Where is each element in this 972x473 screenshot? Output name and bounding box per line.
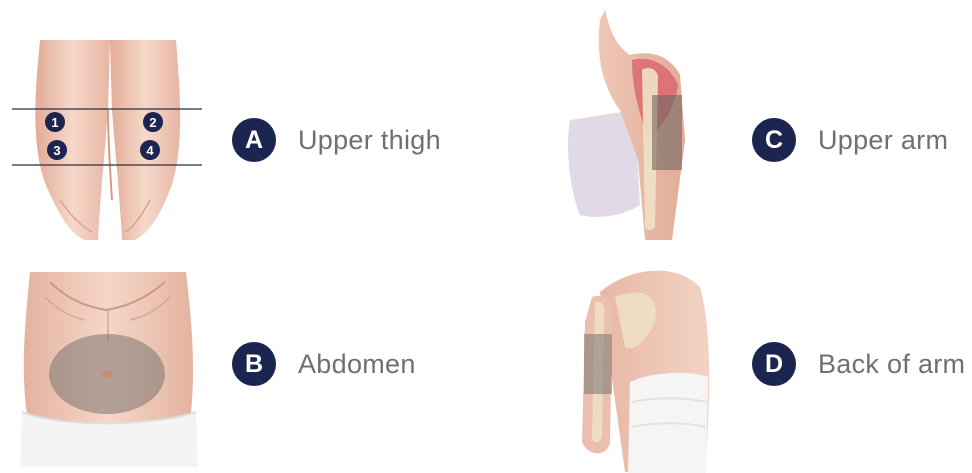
thigh-illustration: 1 2 3 4 xyxy=(0,0,215,245)
thigh-site-4: 4 xyxy=(140,140,160,160)
svg-text:2: 2 xyxy=(149,115,156,130)
site-c-badge: C xyxy=(752,118,796,162)
site-b-label: Abdomen xyxy=(298,349,416,380)
thigh-site-1: 1 xyxy=(45,112,65,132)
site-a-letter: A xyxy=(245,126,263,155)
site-c-label: Upper arm xyxy=(818,125,948,156)
site-d-letter: D xyxy=(765,350,783,379)
site-d-label: Back of arm xyxy=(818,349,965,380)
svg-text:4: 4 xyxy=(146,143,154,158)
site-a-label: Upper thigh xyxy=(298,125,441,156)
back-of-arm-injection-area xyxy=(584,334,612,394)
site-a-badge: A xyxy=(232,118,276,162)
site-b-badge: B xyxy=(232,342,276,386)
svg-text:3: 3 xyxy=(53,143,60,158)
site-c-letter: C xyxy=(765,126,783,155)
abdomen-illustration xyxy=(0,262,215,467)
site-d-badge: D xyxy=(752,342,796,386)
upper-arm-illustration xyxy=(560,0,700,245)
upper-arm-injection-area xyxy=(652,95,682,170)
thigh-site-3: 3 xyxy=(47,140,67,160)
thigh-site-2: 2 xyxy=(143,112,163,132)
site-b-letter: B xyxy=(245,350,263,379)
svg-text:1: 1 xyxy=(51,115,58,130)
back-of-arm-illustration xyxy=(570,262,715,473)
